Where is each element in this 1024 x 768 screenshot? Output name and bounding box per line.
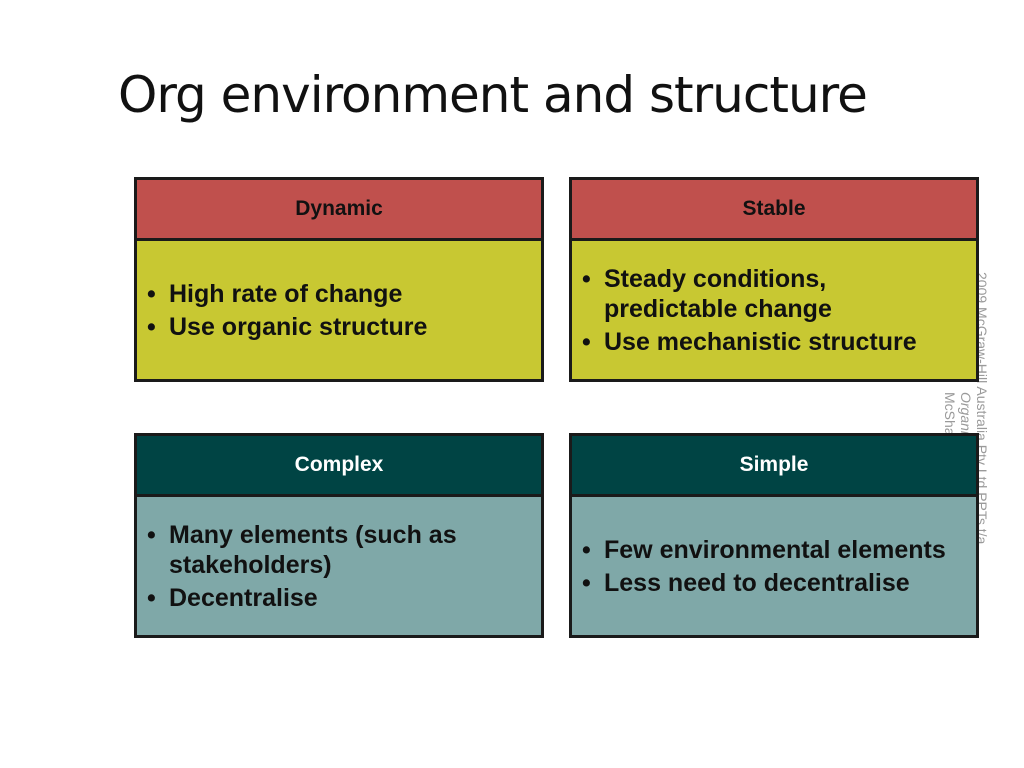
box-body: Many elements (such as stakeholders) Dec… [137, 497, 541, 635]
bullet-item: Decentralise [147, 583, 531, 613]
box-header: Dynamic [137, 180, 541, 241]
bullet-item: Use mechanistic structure [582, 327, 966, 357]
bullet-list: Steady conditions, predictable change Us… [582, 261, 966, 360]
stable-box: Stable Steady conditions, predictable ch… [569, 177, 979, 382]
dynamic-box: Dynamic High rate of change Use organic … [134, 177, 544, 382]
box-header: Simple [572, 436, 976, 497]
bullet-list: Few environmental elements Less need to … [582, 532, 966, 601]
box-body: High rate of change Use organic structur… [137, 241, 541, 379]
complex-box: Complex Many elements (such as stakehold… [134, 433, 544, 638]
bullet-item: Steady conditions, predictable change [582, 264, 966, 324]
bullet-item: Few environmental elements [582, 535, 966, 565]
bullet-list: Many elements (such as stakeholders) Dec… [147, 517, 531, 616]
bullet-item: Less need to decentralise [582, 568, 966, 598]
bullet-item: Use organic structure [147, 312, 531, 342]
box-header: Complex [137, 436, 541, 497]
bullet-item: Many elements (such as stakeholders) [147, 520, 531, 580]
simple-box: Simple Few environmental elements Less n… [569, 433, 979, 638]
box-body: Few environmental elements Less need to … [572, 497, 976, 635]
bullet-list: High rate of change Use organic structur… [147, 276, 531, 345]
box-header: Stable [572, 180, 976, 241]
bullet-item: High rate of change [147, 279, 531, 309]
box-body: Steady conditions, predictable change Us… [572, 241, 976, 379]
slide-title: Org environment and structure [118, 66, 868, 124]
